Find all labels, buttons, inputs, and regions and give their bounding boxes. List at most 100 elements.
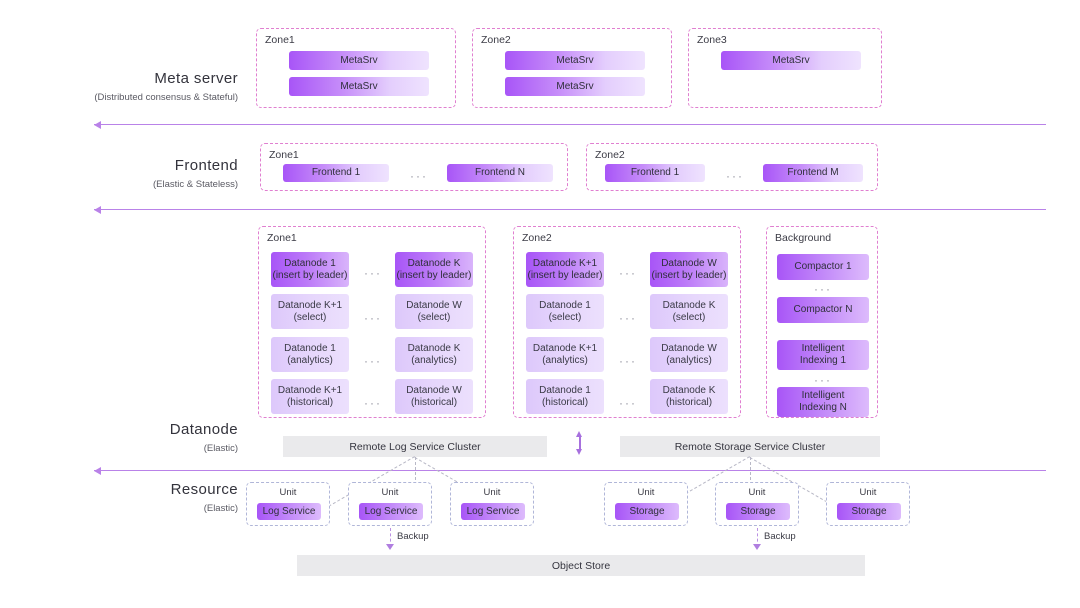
datanode-role: (insert by leader) bbox=[527, 269, 603, 281]
meta-zone1: Zone1 MetaSrv MetaSrv bbox=[256, 28, 456, 108]
unit-label: Unit bbox=[279, 487, 297, 498]
datanode-chip[interactable]: Datanode W (historical) bbox=[395, 379, 473, 414]
datanode-role: (historical) bbox=[541, 396, 589, 408]
metasrv-node[interactable]: MetaSrv bbox=[289, 51, 429, 70]
datanode-name: Datanode K+1 bbox=[277, 384, 343, 396]
datanode-chip[interactable]: Datanode K+1 (insert by leader) bbox=[526, 252, 604, 287]
compactor-n-chip[interactable]: Compactor N bbox=[777, 297, 869, 323]
datanode-chip[interactable]: Datanode 1 (select) bbox=[526, 294, 604, 329]
datanode-ellipsis: ··· bbox=[619, 311, 637, 325]
chip-line-1: Intelligent bbox=[801, 390, 845, 402]
connector-storage-mid bbox=[750, 457, 751, 480]
datanode-ellipsis: ··· bbox=[364, 266, 382, 280]
datanode-chip[interactable]: Datanode W (insert by leader) bbox=[650, 252, 728, 287]
datanode-chip[interactable]: Datanode K (analytics) bbox=[395, 337, 473, 372]
intelligent-indexing-n-chip[interactable]: Intelligent Indexing N bbox=[777, 387, 869, 417]
datanode-chip[interactable]: Datanode K+1 (select) bbox=[271, 294, 349, 329]
datanode-chip[interactable]: Datanode 1 (historical) bbox=[526, 379, 604, 414]
object-store-bar[interactable]: Object Store bbox=[297, 555, 865, 576]
datanode-chip[interactable]: Datanode W (analytics) bbox=[650, 337, 728, 372]
storage-chip[interactable]: Storage bbox=[726, 503, 790, 520]
compactor-1-chip[interactable]: Compactor 1 bbox=[777, 254, 869, 280]
remote-storage-service-cluster-bar[interactable]: Remote Storage Service Cluster bbox=[620, 436, 880, 457]
storage-chip[interactable]: Storage bbox=[837, 503, 901, 520]
backup-label-right: Backup bbox=[764, 531, 796, 542]
datanode-ellipsis: ··· bbox=[619, 396, 637, 410]
datanode-name: Datanode K bbox=[662, 384, 716, 396]
bidirectional-arrow-icon bbox=[576, 431, 583, 455]
datanode-ellipsis: ··· bbox=[364, 311, 382, 325]
unit-log-2: Unit Log Service bbox=[348, 482, 432, 526]
datanode-role: (analytics) bbox=[666, 354, 712, 366]
row-label-title: Meta server bbox=[154, 70, 238, 87]
datanode-role: (historical) bbox=[286, 396, 334, 408]
metasrv-node[interactable]: MetaSrv bbox=[505, 77, 645, 96]
datanode-chip[interactable]: Datanode K+1 (analytics) bbox=[526, 337, 604, 372]
datanode-chip[interactable]: Datanode W (select) bbox=[395, 294, 473, 329]
background-ellipsis: ··· bbox=[814, 282, 832, 296]
zone-title: Zone1 bbox=[267, 232, 297, 244]
storage-chip[interactable]: Storage bbox=[615, 503, 679, 520]
datanode-ellipsis: ··· bbox=[364, 354, 382, 368]
chip-line-2: Indexing 1 bbox=[799, 355, 847, 366]
intelligent-indexing-1-chip[interactable]: Intelligent Indexing 1 bbox=[777, 340, 869, 370]
remote-log-service-cluster-bar[interactable]: Remote Log Service Cluster bbox=[283, 436, 547, 457]
zone-title: Zone2 bbox=[481, 34, 511, 46]
datanode-role: (insert by leader) bbox=[651, 269, 727, 281]
backup-arrow-line-left bbox=[390, 528, 391, 547]
datanode-chip[interactable]: Datanode 1 (insert by leader) bbox=[271, 252, 349, 287]
row-label-title: Resource bbox=[170, 481, 238, 498]
unit-log-1: Unit Log Service bbox=[246, 482, 330, 526]
log-service-chip[interactable]: Log Service bbox=[461, 503, 525, 520]
row-label-subtitle: (Distributed consensus & Stateful) bbox=[94, 92, 238, 103]
meta-zone2: Zone2 MetaSrv MetaSrv bbox=[472, 28, 672, 108]
row-label-title: Frontend bbox=[174, 157, 238, 174]
connector-log-mid bbox=[415, 457, 416, 480]
zone-title: Zone1 bbox=[265, 34, 295, 46]
datanode-name: Datanode W bbox=[661, 342, 717, 354]
datanode-chip[interactable]: Datanode K (insert by leader) bbox=[395, 252, 473, 287]
backup-arrow-head-right bbox=[753, 544, 761, 550]
meta-zone3: Zone3 MetaSrv bbox=[688, 28, 882, 108]
datanode-name: Datanode 1 bbox=[284, 257, 336, 269]
background-zone: Background Compactor 1 ··· Compactor N I… bbox=[766, 226, 878, 418]
datanode-role: (select) bbox=[293, 311, 327, 323]
datanode-chip[interactable]: Datanode K (select) bbox=[650, 294, 728, 329]
metasrv-node[interactable]: MetaSrv bbox=[289, 77, 429, 96]
datanode-ellipsis: ··· bbox=[364, 396, 382, 410]
datanode-chip[interactable]: Datanode K (historical) bbox=[650, 379, 728, 414]
datanode-role: (insert by leader) bbox=[396, 269, 472, 281]
unit-label: Unit bbox=[859, 487, 877, 498]
datanode-role: (analytics) bbox=[287, 354, 333, 366]
datanode-zone2: Zone2 Datanode K+1 (insert by leader) ··… bbox=[513, 226, 741, 418]
unit-storage-1: Unit Storage bbox=[604, 482, 688, 526]
datanode-ellipsis: ··· bbox=[619, 354, 637, 368]
unit-storage-3: Unit Storage bbox=[826, 482, 910, 526]
datanode-role: (historical) bbox=[410, 396, 458, 408]
metasrv-node[interactable]: MetaSrv bbox=[721, 51, 861, 70]
frontend-node-last[interactable]: Frontend N bbox=[447, 164, 553, 182]
datanode-name: Datanode K+1 bbox=[532, 257, 598, 269]
datanode-role: (select) bbox=[672, 311, 706, 323]
frontend-node-last[interactable]: Frontend M bbox=[763, 164, 863, 182]
divider-meta-frontend bbox=[94, 120, 1046, 129]
datanode-chip[interactable]: Datanode K+1 (historical) bbox=[271, 379, 349, 414]
frontend-node-first[interactable]: Frontend 1 bbox=[283, 164, 389, 182]
row-label-subtitle: (Elastic) bbox=[203, 443, 238, 454]
frontend-node-first[interactable]: Frontend 1 bbox=[605, 164, 705, 182]
row-label-title: Datanode bbox=[169, 421, 238, 438]
datanode-role: (analytics) bbox=[411, 354, 457, 366]
datanode-chip[interactable]: Datanode 1 (analytics) bbox=[271, 337, 349, 372]
datanode-name: Datanode K bbox=[407, 342, 461, 354]
unit-label: Unit bbox=[748, 487, 766, 498]
datanode-name: Datanode 1 bbox=[539, 384, 591, 396]
log-service-chip[interactable]: Log Service bbox=[359, 503, 423, 520]
datanode-role: (analytics) bbox=[542, 354, 588, 366]
log-service-chip[interactable]: Log Service bbox=[257, 503, 321, 520]
backup-arrow-line-right bbox=[757, 528, 758, 547]
datanode-role: (select) bbox=[548, 311, 582, 323]
frontend-zone1: Zone1 Frontend 1 ··· Frontend N bbox=[260, 143, 568, 191]
metasrv-node[interactable]: MetaSrv bbox=[505, 51, 645, 70]
datanode-zone1: Zone1 Datanode 1 (insert by leader) ··· … bbox=[258, 226, 486, 418]
